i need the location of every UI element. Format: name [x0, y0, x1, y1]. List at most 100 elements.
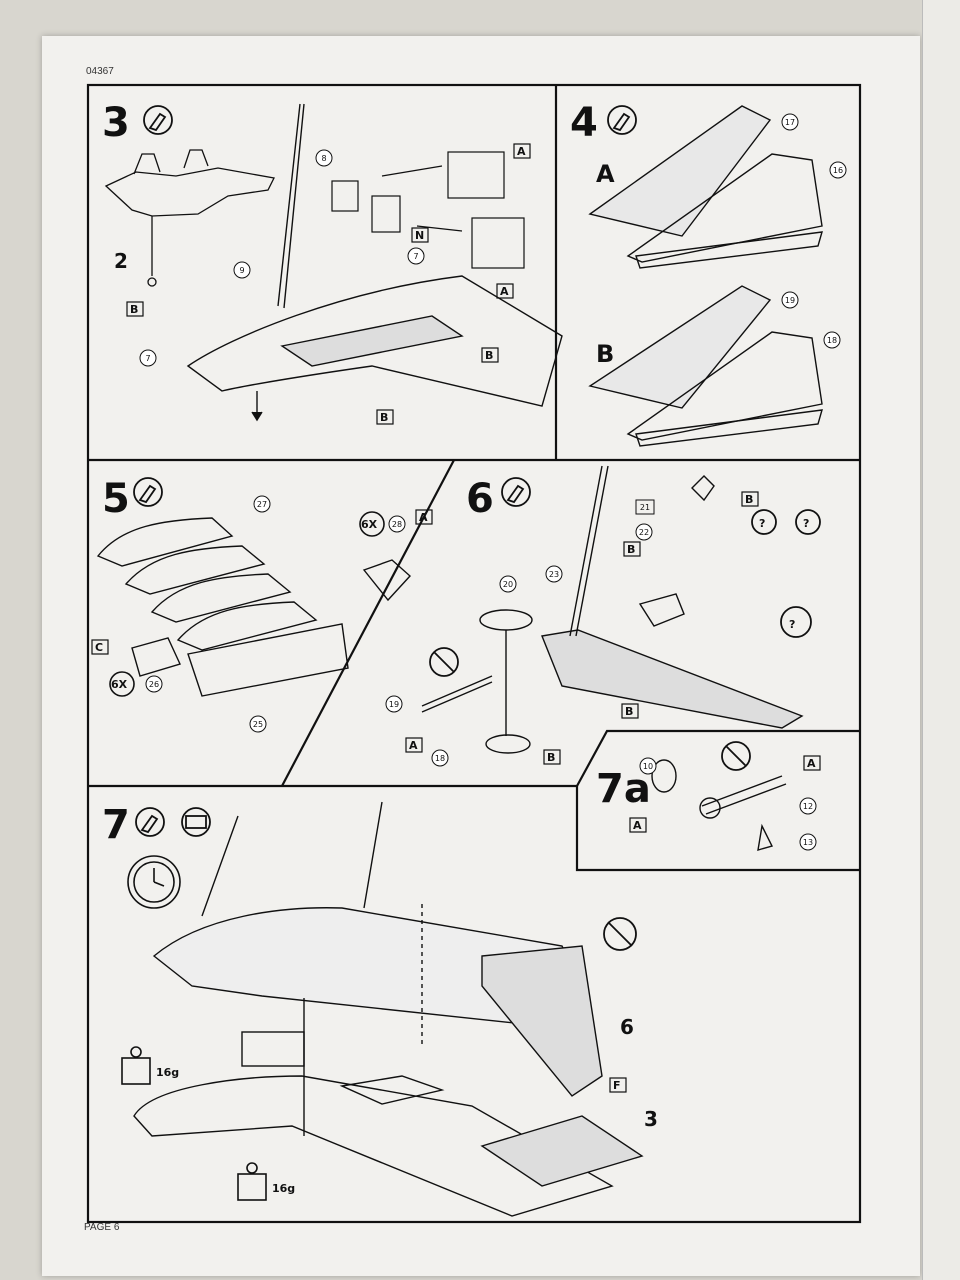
step-number: 7 — [102, 802, 130, 848]
svg-text:B: B — [745, 493, 753, 506]
assembly-diagrams: 3 2 — [86, 83, 862, 1224]
svg-text:20: 20 — [503, 580, 513, 589]
part-numbers-step3: 8 7 9 7 — [145, 154, 418, 363]
svg-text:A: A — [500, 285, 509, 298]
svg-text:A: A — [409, 739, 418, 752]
fuselage-drawing — [186, 103, 563, 422]
multiplier-6x: 6X — [111, 678, 128, 691]
nose-gear-drawing — [651, 759, 787, 851]
svg-text:22: 22 — [639, 528, 649, 537]
svg-text:B: B — [547, 751, 555, 764]
airframe-drawing — [133, 801, 644, 1217]
svg-text:7: 7 — [145, 354, 150, 363]
tag-markers-step7 — [609, 1077, 627, 1093]
weight-icon — [121, 1046, 267, 1201]
svg-text:A: A — [517, 145, 526, 158]
tag-a: A — [419, 511, 428, 524]
engine-pods-drawing — [96, 517, 411, 697]
svg-text:13: 13 — [803, 838, 813, 847]
part-numbers-step5: 27 28 26 25 — [149, 500, 402, 729]
decal-panels — [331, 151, 525, 269]
multiplier-badges — [109, 511, 385, 697]
tag-f: F — [613, 1079, 621, 1092]
page-number: PAGE 6 — [84, 1222, 120, 1233]
tag-letters-step3: A N A B B B — [130, 145, 526, 424]
step-number: 7a — [596, 766, 651, 812]
step-7a-panel: 7a 10 12 13 A A — [596, 741, 821, 851]
part-callouts-step4 — [781, 113, 847, 349]
tail-fin-a — [588, 105, 823, 269]
step-5-panel: 5 27 28 26 25 — [91, 476, 433, 733]
svg-text:B: B — [380, 411, 388, 424]
glue-icon — [607, 105, 637, 135]
svg-text:18: 18 — [827, 336, 837, 345]
svg-text:B: B — [627, 543, 635, 556]
tail-fin-b — [588, 285, 823, 447]
tag-markers-step6 — [405, 491, 759, 765]
part-6-callout: 6 — [620, 1015, 634, 1039]
weight-label: 16g — [272, 1182, 295, 1195]
step-number: 5 — [102, 476, 130, 522]
part-callouts-step7a — [639, 757, 817, 851]
svg-text:N: N — [415, 229, 424, 242]
multiplier-6x: 6X — [361, 518, 378, 531]
svg-text:25: 25 — [253, 720, 263, 729]
tag-markers-step7a — [629, 755, 821, 833]
question-icon — [751, 509, 821, 638]
tag-letters-step6: B B B A B — [409, 493, 753, 764]
glue-icon — [133, 477, 163, 507]
question-mark: ? — [803, 517, 809, 530]
svg-text:19: 19 — [389, 700, 399, 709]
next-sheet-edge — [922, 0, 960, 1280]
step-3-panel: 3 2 — [102, 100, 563, 425]
part-callouts-step5 — [145, 495, 406, 733]
part-callouts-step3 — [139, 149, 425, 367]
step-number: 4 — [570, 100, 598, 146]
no-glue-icon — [603, 917, 637, 951]
svg-text:27: 27 — [257, 500, 267, 509]
weight-label: 16g — [156, 1066, 179, 1079]
tag-a: A — [633, 819, 642, 832]
decal-icon — [181, 807, 211, 837]
part-18: 21 — [640, 503, 650, 512]
part-callouts-step6 — [385, 523, 653, 767]
panel-borders — [86, 83, 862, 1224]
svg-text:17: 17 — [785, 118, 795, 127]
step-4-panel: 4 A B 17 16 19 18 — [570, 100, 847, 447]
step-7-panel: 7 6 3 — [102, 801, 658, 1217]
svg-text:B: B — [130, 303, 138, 316]
variant-b-label: B — [596, 340, 614, 368]
clock-icon — [127, 855, 181, 909]
no-glue-icon — [429, 647, 459, 677]
svg-text:19: 19 — [785, 296, 795, 305]
gear-bay-drawing — [421, 465, 804, 754]
instruction-sheet: 04367 PAGE 6 3 2 — [42, 36, 920, 1276]
seat-callout: 2 — [114, 249, 128, 273]
svg-text:7: 7 — [413, 252, 418, 261]
part-3-callout: 3 — [644, 1107, 658, 1131]
glue-icon — [143, 105, 173, 135]
svg-text:B: B — [485, 349, 493, 362]
svg-text:28: 28 — [392, 520, 402, 529]
step-number: 6 — [466, 476, 494, 522]
svg-text:16: 16 — [833, 166, 843, 175]
step-number: 3 — [102, 100, 130, 146]
question-mark: ? — [759, 517, 765, 530]
glue-icon — [501, 477, 531, 507]
svg-text:9: 9 — [239, 266, 244, 275]
part-numbers-step6: 20 23 19 18 22 — [389, 528, 649, 763]
tag-c: C — [95, 641, 103, 654]
cockpit-seat-drawing — [104, 149, 275, 287]
tag-markers-step3 — [126, 143, 531, 425]
sheet-code: 04367 — [86, 66, 114, 77]
part-numbers-step4: 17 16 19 18 — [785, 118, 843, 345]
step-6-panel: 6 20 23 19 — [385, 465, 821, 767]
no-glue-icon — [721, 741, 751, 771]
variant-a-label: A — [596, 160, 615, 188]
svg-text:10: 10 — [643, 762, 653, 771]
svg-text:26: 26 — [149, 680, 159, 689]
svg-text:23: 23 — [549, 570, 559, 579]
question-mark: ? — [789, 618, 795, 631]
tag-a: A — [807, 757, 816, 770]
part-numbers-step7a: 10 12 13 — [643, 762, 813, 847]
